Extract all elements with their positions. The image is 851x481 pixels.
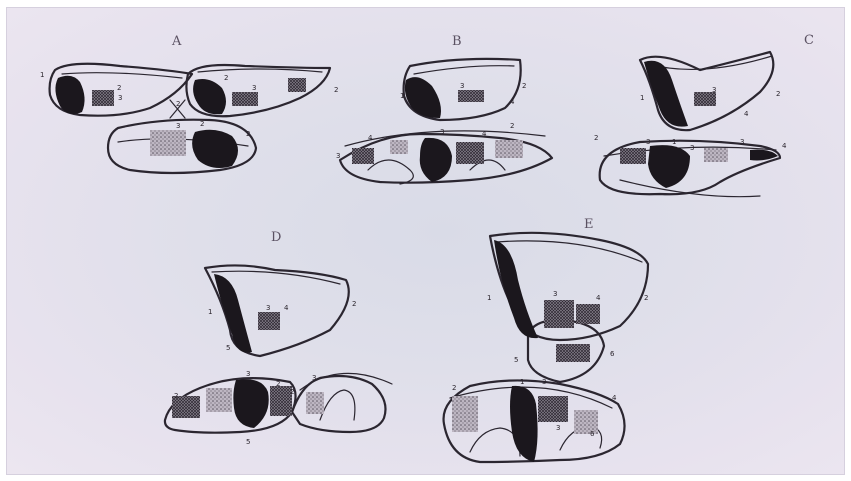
numeral-e7: 2 xyxy=(452,384,456,392)
numeral-b6: 3 xyxy=(336,152,340,160)
panel-label-e: E xyxy=(584,217,594,232)
numeral-a9: 2 xyxy=(200,120,204,128)
numeral-c4: 4 xyxy=(744,110,749,118)
numeral-d11: 5 xyxy=(246,438,250,446)
numeral-b4: 4 xyxy=(510,98,515,106)
numeral-a3: 3 xyxy=(118,94,122,102)
numeral-b3: 2 xyxy=(522,82,526,90)
numeral-d7: 3 xyxy=(246,370,250,378)
numeral-c2: 3 xyxy=(712,86,716,94)
numeral-a6: 3 xyxy=(252,84,256,92)
numeral-a7: 2 xyxy=(334,86,338,94)
numeral-b1: 1 xyxy=(400,92,404,100)
numeral-a4: 2 xyxy=(176,100,180,108)
numeral-e4: 2 xyxy=(644,294,648,302)
numeral-e2: 3 xyxy=(553,290,557,298)
numeral-c8: 3 xyxy=(690,144,694,152)
numeral-b5: 4 xyxy=(368,134,373,142)
panel-c-drawing xyxy=(600,52,780,197)
panel-b-drawing xyxy=(340,59,552,184)
numeral-c10: 4 xyxy=(782,142,787,150)
numeral-e10: 4 xyxy=(612,394,617,402)
numeral-b7: 3 xyxy=(440,128,444,136)
numeral-a1: 1 xyxy=(40,71,44,79)
numeral-d6: 2 xyxy=(174,392,178,400)
numeral-a10: 2 xyxy=(246,130,250,138)
numeral-e12: 6 xyxy=(590,430,595,438)
numeral-d2: 3 xyxy=(266,304,270,312)
numeral-c3: 2 xyxy=(776,90,780,98)
numeral-c6: 3 xyxy=(646,138,650,146)
numeral-a2: 2 xyxy=(117,84,121,92)
numeral-b9: 2 xyxy=(510,122,514,130)
numeral-c9: 3 xyxy=(740,138,744,146)
panel-a-drawing xyxy=(50,64,330,173)
panel-d-drawing xyxy=(165,265,392,432)
numeral-c1: 1 xyxy=(640,94,644,102)
numeral-a8: 3 xyxy=(176,122,180,130)
numeral-e1: 1 xyxy=(487,294,491,302)
numeral-e6: 6 xyxy=(610,350,615,358)
numeral-e5: 5 xyxy=(514,356,518,364)
numeral-d9: 2 xyxy=(290,388,294,396)
numeral-e11: 3 xyxy=(556,424,560,432)
panel-label-d: D xyxy=(271,230,281,245)
numeral-a5: 2 xyxy=(224,74,228,82)
panel-label-b: B xyxy=(452,34,462,49)
numeral-b2: 3 xyxy=(460,82,464,90)
numeral-c5: 2 xyxy=(594,134,598,142)
numeral-e8: 1 xyxy=(520,378,524,386)
panel-label-c: C xyxy=(804,33,814,48)
panel-e-drawing xyxy=(444,233,648,462)
numeral-d1: 1 xyxy=(208,308,212,316)
numeral-b8: 4 xyxy=(482,130,487,138)
numeral-d4: 2 xyxy=(352,300,356,308)
panel-label-a: A xyxy=(171,34,182,49)
numeral-e3: 4 xyxy=(596,294,601,302)
numeral-d5: 5 xyxy=(226,344,230,352)
numeral-d8: 2 xyxy=(276,380,280,388)
numeral-d10: 3 xyxy=(312,374,316,382)
numeral-c7: 1 xyxy=(672,138,676,146)
numeral-e9: 3 xyxy=(542,378,546,386)
numeral-d3: 4 xyxy=(284,304,289,312)
